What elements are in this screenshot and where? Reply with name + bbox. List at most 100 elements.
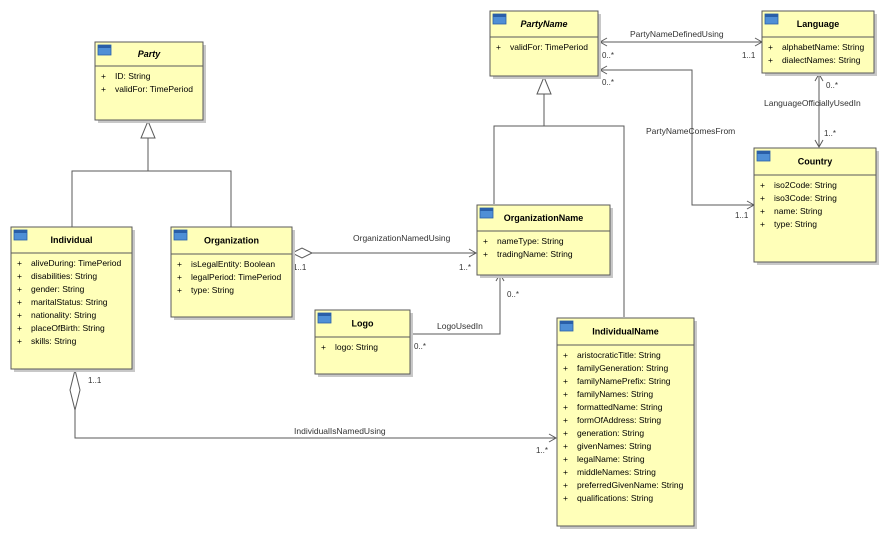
class-box xyxy=(10,226,133,370)
class-name-language: Language xyxy=(797,19,840,29)
class-box xyxy=(476,204,611,276)
attribute: maritalStatus: String xyxy=(31,297,108,307)
generalization-individualname-to-partyname xyxy=(544,125,625,317)
label-language-officially-used-in: LanguageOfficiallyUsedIn xyxy=(764,98,861,108)
class-individual[interactable]: Individual + aliveDuring: TimePeriod + disab… xyxy=(10,226,135,372)
class-name-individual: Individual xyxy=(50,235,92,245)
attribute-visibility: + xyxy=(760,180,765,190)
attribute: middleNames: String xyxy=(577,467,656,477)
class-name-logo: Logo xyxy=(352,319,374,329)
class-box xyxy=(753,147,877,263)
mult-organization-named-using-source: 1..1 xyxy=(293,263,307,272)
mult-party-name-defined-using-target: 1..1 xyxy=(742,51,756,60)
attribute-visibility: + xyxy=(760,193,765,203)
class-organization-name[interactable]: OrganizationName+nameType: String+tradin… xyxy=(476,204,613,278)
class-icon xyxy=(756,150,771,162)
attribute: isLegalEntity: Boolean xyxy=(191,259,275,269)
class-name-party: Party xyxy=(138,49,162,59)
attribute: aristocraticTitle: String xyxy=(577,350,661,360)
attribute-visibility: + xyxy=(760,206,765,216)
attribute-visibility: + xyxy=(768,42,773,52)
attribute: disabilities: String xyxy=(31,271,97,281)
attribute-visibility: + xyxy=(563,389,568,399)
assoc-party-name-comes-from xyxy=(600,69,754,206)
mult-logo-used-in-source: 0..* xyxy=(414,342,426,351)
generalization-arrowhead-party xyxy=(140,119,156,139)
assoc-language-officially-used-in-arrow-bottom xyxy=(814,139,824,149)
class-icon xyxy=(13,229,28,241)
attribute-visibility: + xyxy=(563,363,568,373)
attribute: placeOfBirth: String xyxy=(31,323,105,333)
attribute-visibility: + xyxy=(563,428,568,438)
attribute: type: String xyxy=(191,285,234,295)
attribute-visibility: + xyxy=(17,310,22,320)
attribute: legalName: String xyxy=(577,454,645,464)
assoc-individual-is-named-using-arrow xyxy=(548,433,558,443)
attribute-visibility: + xyxy=(101,71,106,81)
attribute-visibility: + xyxy=(17,271,22,281)
mult-party-name-defined-using-source: 0..* xyxy=(602,51,614,60)
attribute: nationality: String xyxy=(31,310,96,320)
label-individual-is-named-using: IndividualIsNamedUsing xyxy=(294,426,386,436)
attribute: logo: String xyxy=(335,342,378,352)
class-name-organization: Organization xyxy=(204,236,259,246)
attribute-visibility: + xyxy=(563,467,568,477)
label-logo-used-in: LogoUsedIn xyxy=(437,321,483,331)
attribute-visibility: + xyxy=(563,402,568,412)
assoc-organization-named-using-arrow xyxy=(468,248,478,258)
class-party-name[interactable]: PartyName+validFor: TimePeriod xyxy=(489,10,601,79)
class-party[interactable]: Party+ID: String+validFor: TimePeriod xyxy=(94,41,206,123)
class-icon xyxy=(492,13,507,25)
attribute: ID: String xyxy=(115,71,151,81)
class-logo[interactable]: Logo+logo: String xyxy=(314,309,413,377)
attribute-visibility: + xyxy=(177,272,182,282)
class-icon xyxy=(317,312,332,324)
attribute: givenNames: String xyxy=(577,441,651,451)
aggregation-diamond-individual xyxy=(69,369,81,411)
class-organization[interactable]: Organization+isLegalEntity: Boolean+lega… xyxy=(170,226,295,320)
attribute: aliveDuring: TimePeriod xyxy=(31,258,122,268)
class-box xyxy=(556,317,695,527)
attribute: dialectNames: String xyxy=(782,55,861,65)
label-party-name-comes-from: PartyNameComesFrom xyxy=(646,126,735,136)
attribute-visibility: + xyxy=(177,259,182,269)
attribute-visibility: + xyxy=(563,493,568,503)
generalization-individual-to-party xyxy=(71,138,149,227)
attribute-visibility: + xyxy=(17,336,22,346)
attribute-visibility: + xyxy=(101,84,106,94)
attribute: validFor: TimePeriod xyxy=(510,42,588,52)
class-name-individual-name: IndividualName xyxy=(592,327,659,337)
attribute: familyNamePrefix: String xyxy=(577,376,671,386)
class-country[interactable]: Country+iso2Code: String+iso3Code: Strin… xyxy=(753,147,879,265)
class-icon xyxy=(173,229,188,241)
class-icon xyxy=(559,320,574,332)
class-box xyxy=(761,10,875,74)
class-box xyxy=(170,226,293,318)
attribute: nameType: String xyxy=(497,236,564,246)
attribute-visibility: + xyxy=(563,350,568,360)
attribute-visibility: + xyxy=(17,323,22,333)
class-individual-name[interactable]: IndividualName + aristocraticTitle: String… xyxy=(556,317,697,529)
attribute-visibility: + xyxy=(177,285,182,295)
class-name-organization-name: OrganizationName xyxy=(504,213,584,223)
generalization-arrowhead-partyname xyxy=(536,75,552,95)
attribute: skills: String xyxy=(31,336,77,346)
attribute: iso3Code: String xyxy=(774,193,837,203)
class-name-party-name: PartyName xyxy=(520,19,567,29)
attribute: alphabetName: String xyxy=(782,42,864,52)
class-language[interactable]: Language+alphabetName: String+dialectNam… xyxy=(761,10,877,76)
mult-party-name-comes-from-target: 1..1 xyxy=(735,211,749,220)
attribute-visibility: + xyxy=(483,236,488,246)
attribute-visibility: + xyxy=(563,441,568,451)
attribute-visibility: + xyxy=(17,258,22,268)
attribute: qualifications: String xyxy=(577,493,653,503)
attribute-visibility: + xyxy=(563,415,568,425)
attribute-visibility: + xyxy=(760,219,765,229)
attribute: iso2Code: String xyxy=(774,180,837,190)
mult-language-officially-used-in-source: 0..* xyxy=(826,81,838,90)
mult-party-name-comes-from-source: 0..* xyxy=(602,78,614,87)
generalization-organization-to-party xyxy=(148,170,232,227)
attribute: type: String xyxy=(774,219,817,229)
class-box xyxy=(94,41,204,121)
assoc-individual-is-named-using xyxy=(74,410,556,439)
